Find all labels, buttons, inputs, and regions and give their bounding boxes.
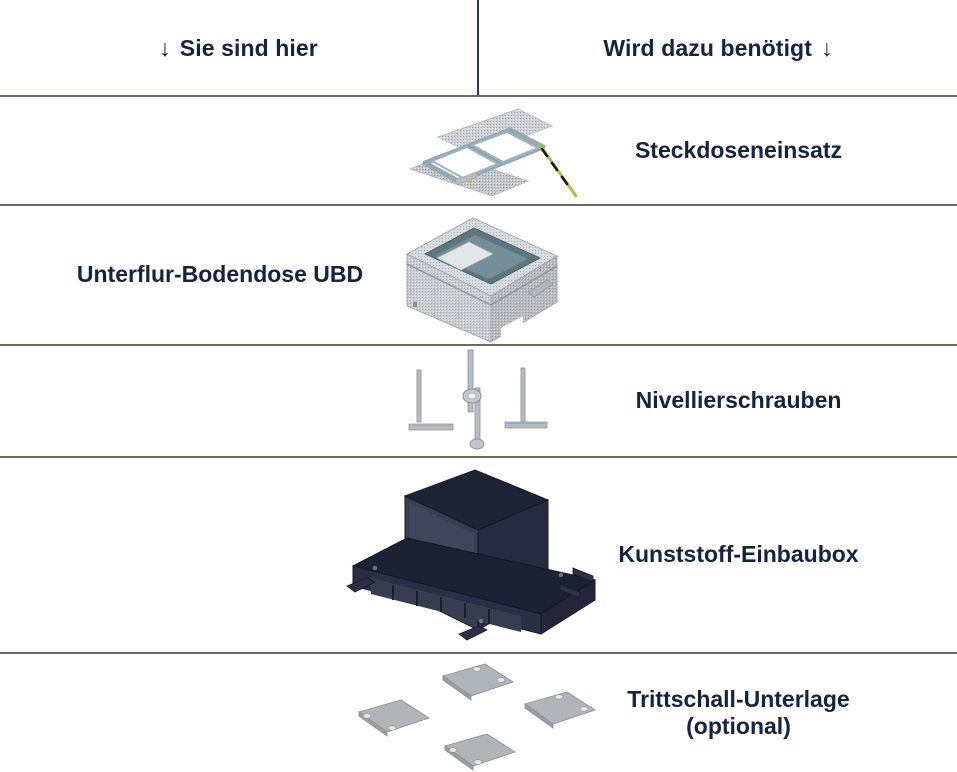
header-cell-current-position: ↓ Sie sind hier: [0, 0, 477, 96]
product-image-floor-box-ubd: [395, 206, 570, 346]
table-header: ↓ Sie sind hier Wird dazu benötigt ↓: [0, 0, 957, 96]
table-row: Kunststoff-Einbaubox: [0, 458, 957, 652]
product-label-steckdoseneinsatz: Steckdoseneinsatz: [634, 136, 843, 163]
row-divider: [0, 456, 957, 458]
product-label-trittschall-unterlage: Trittschall-Unterlage (optional): [627, 685, 850, 739]
down-arrow-icon: ↓: [159, 34, 171, 61]
row-divider: [0, 652, 957, 654]
header-label-current-position: Sie sind hier: [179, 34, 318, 61]
table-row: Trittschall-Unterlage (optional): [0, 654, 957, 772]
table-row: Nivellierschrauben: [0, 346, 957, 456]
row-divider: [0, 344, 957, 346]
product-label-nivellierschrauben: Nivellierschrauben: [635, 387, 842, 414]
header-cell-required-parts: Wird dazu benötigt ↓: [479, 0, 957, 96]
header-column-divider: [477, 0, 479, 96]
header-label-required-parts: Wird dazu benötigt: [603, 34, 812, 61]
product-label-kunststoff-einbaubox: Kunststoff-Einbaubox: [618, 541, 859, 568]
product-image-leveling-screws: [395, 346, 565, 456]
product-image-plastic-install-box: [345, 458, 600, 652]
product-label-unterflur-bodendose: Unterflur-Bodendose UBD: [76, 261, 364, 288]
product-image-impact-sound-pads: [335, 654, 620, 772]
row-divider: [0, 204, 957, 206]
row-divider: [0, 95, 957, 97]
product-image-socket-insert-frame: [400, 97, 585, 204]
down-arrow-icon: ↓: [820, 34, 833, 61]
table-row: Unterflur-Bodendose UBD: [0, 206, 957, 346]
table-row: Steckdoseneinsatz: [0, 97, 957, 204]
